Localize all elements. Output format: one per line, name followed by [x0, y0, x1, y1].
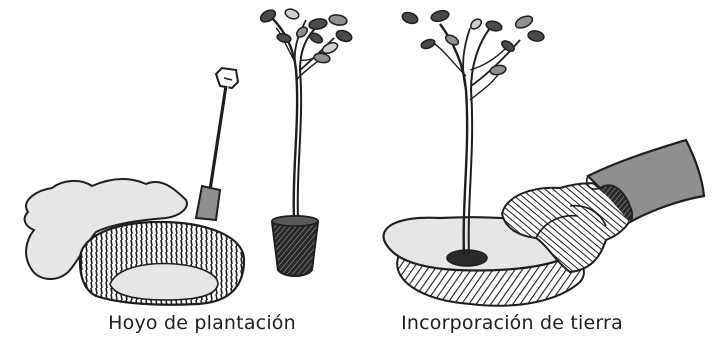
- planting-hole-scene: [25, 7, 354, 304]
- potted-tree-icon: [259, 7, 354, 276]
- root-ball: [447, 250, 487, 266]
- soil-incorporation-scene: [384, 9, 704, 306]
- caption-soil-incorporation: Incorporación de tierra: [401, 312, 623, 334]
- shovel-icon: [196, 68, 238, 220]
- caption-planting-hole: Hoyo de plantación: [108, 312, 296, 334]
- planting-hole-floor: [110, 264, 218, 300]
